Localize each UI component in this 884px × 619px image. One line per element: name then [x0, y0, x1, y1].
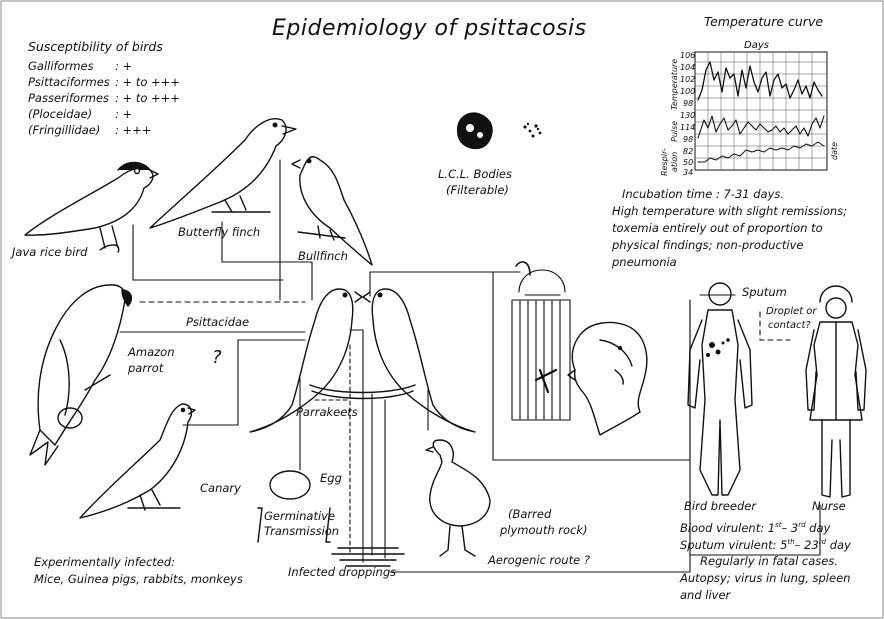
temperature-curve-title: Temperature curve [704, 15, 823, 29]
label-nurse: Nurse [812, 500, 846, 513]
clinical-line-1: Incubation time : 7-31 days. [622, 188, 784, 201]
label-droplet-1: Droplet or [766, 306, 817, 318]
blood-virulent-line: Blood virulent: 1st– 3rd day [680, 521, 830, 535]
clinical-line-2: High temperature with slight remissions; [612, 205, 847, 218]
autopsy-line-1: Autopsy; virus in lung, spleen [680, 572, 850, 585]
susceptibility-order: (Fringillidae) [28, 124, 100, 137]
label-transmission: Transmission [264, 525, 339, 538]
lcl-bodies-label: L.C.L. Bodies [438, 168, 512, 181]
susceptibility-heading: Susceptibility of birds [28, 40, 163, 54]
tick-label: 114 [680, 123, 695, 132]
amazon-parrot [30, 285, 131, 465]
days-label: Days [744, 40, 769, 52]
bird-cage [512, 262, 570, 420]
experimental-line-1: Experimentally infected: [34, 556, 175, 569]
tick-label: 106 [680, 51, 695, 60]
java-rice-bird [25, 163, 158, 253]
canary [80, 404, 195, 518]
label-psittacidae: Psittacidae [186, 316, 249, 329]
label-sputum: Sputum [742, 286, 787, 299]
tick-label: 104 [680, 63, 695, 72]
label-infected-droppings: Infected droppings [288, 566, 396, 579]
axis-respiration-label-1: Respir- [660, 148, 669, 176]
susceptibility-value: : + to +++ [115, 92, 180, 105]
human-head [568, 322, 647, 435]
label-bird-breeder: Bird breeder [684, 500, 756, 513]
sputum-virulent-line: Sputum virulent: 5th– 23rd day [680, 538, 851, 552]
axis-respiration-label-2: ation [670, 152, 679, 172]
clinical-line-4: physical findings; non-productive [612, 239, 803, 252]
axis-pulse-label: Pulse [670, 121, 679, 142]
tick-label: 98 [683, 135, 693, 144]
experimental-line-2: Mice, Guinea pigs, rabbits, monkeys [34, 573, 243, 586]
susceptibility-value: : + [115, 108, 132, 121]
tick-label: 98 [683, 99, 693, 108]
susceptibility-order: Passeriformes [28, 92, 109, 105]
tick-label: 34 [683, 168, 693, 177]
droppings-symbol [332, 548, 404, 566]
egg [270, 471, 310, 499]
butterfly-finch [150, 119, 296, 228]
label-java-rice-bird: Java rice bird [12, 246, 87, 259]
lcl-bodies-drawing [458, 113, 542, 148]
label-aerogenic-route: Aerogenic route ? [488, 554, 590, 567]
label-amazon-1: Amazon [128, 346, 174, 359]
label-bullfinch: Bullfinch [298, 250, 348, 263]
nurse-figure [806, 286, 866, 497]
susceptibility-order: Galliformes [28, 60, 94, 73]
tick-label: 50 [683, 158, 693, 167]
temperature-chart [695, 52, 827, 170]
question-mark: ? [212, 348, 222, 369]
susceptibility-value: : + to +++ [115, 76, 180, 89]
susceptibility-value: : +++ [115, 124, 151, 137]
label-amazon-2: parrot [128, 362, 163, 375]
bird-breeder-figure [688, 283, 752, 495]
barred-plymouth-rock [426, 440, 490, 556]
susceptibility-order: Psittaciformes [28, 76, 110, 89]
diagram-title: Epidemiology of psittacosis [272, 16, 587, 41]
chart-side-label: date [830, 142, 839, 160]
label-barred-2: plymouth rock) [500, 524, 588, 537]
susceptibility-order: (Ploceidae) [28, 108, 92, 121]
label-barred-1: (Barred [508, 508, 551, 521]
label-parrakeets: Parrakeets [296, 406, 358, 419]
fatal-cases-line: Regularly in fatal cases. [700, 555, 838, 568]
label-droplet-2: contact? [768, 320, 811, 332]
label-germinative: Germinative [264, 510, 335, 523]
clinical-line-3: toxemia entirely out of proportion to [612, 222, 823, 235]
label-butterfly-finch: Butterfly finch [178, 226, 260, 239]
clinical-line-5: pneumonia [612, 256, 677, 269]
label-canary: Canary [200, 482, 241, 495]
label-egg: Egg [320, 472, 342, 485]
tick-label: 102 [680, 75, 695, 84]
tick-label: 100 [680, 87, 695, 96]
tick-label: 82 [683, 147, 693, 156]
tick-label: 130 [680, 111, 695, 120]
parrakeet-drop-line [350, 330, 363, 562]
axis-temperature-label: Temperature [670, 59, 679, 110]
susceptibility-value: : + [115, 60, 132, 73]
lcl-filterable-label: (Filterable) [446, 184, 509, 197]
autopsy-line-2: and liver [680, 589, 730, 602]
